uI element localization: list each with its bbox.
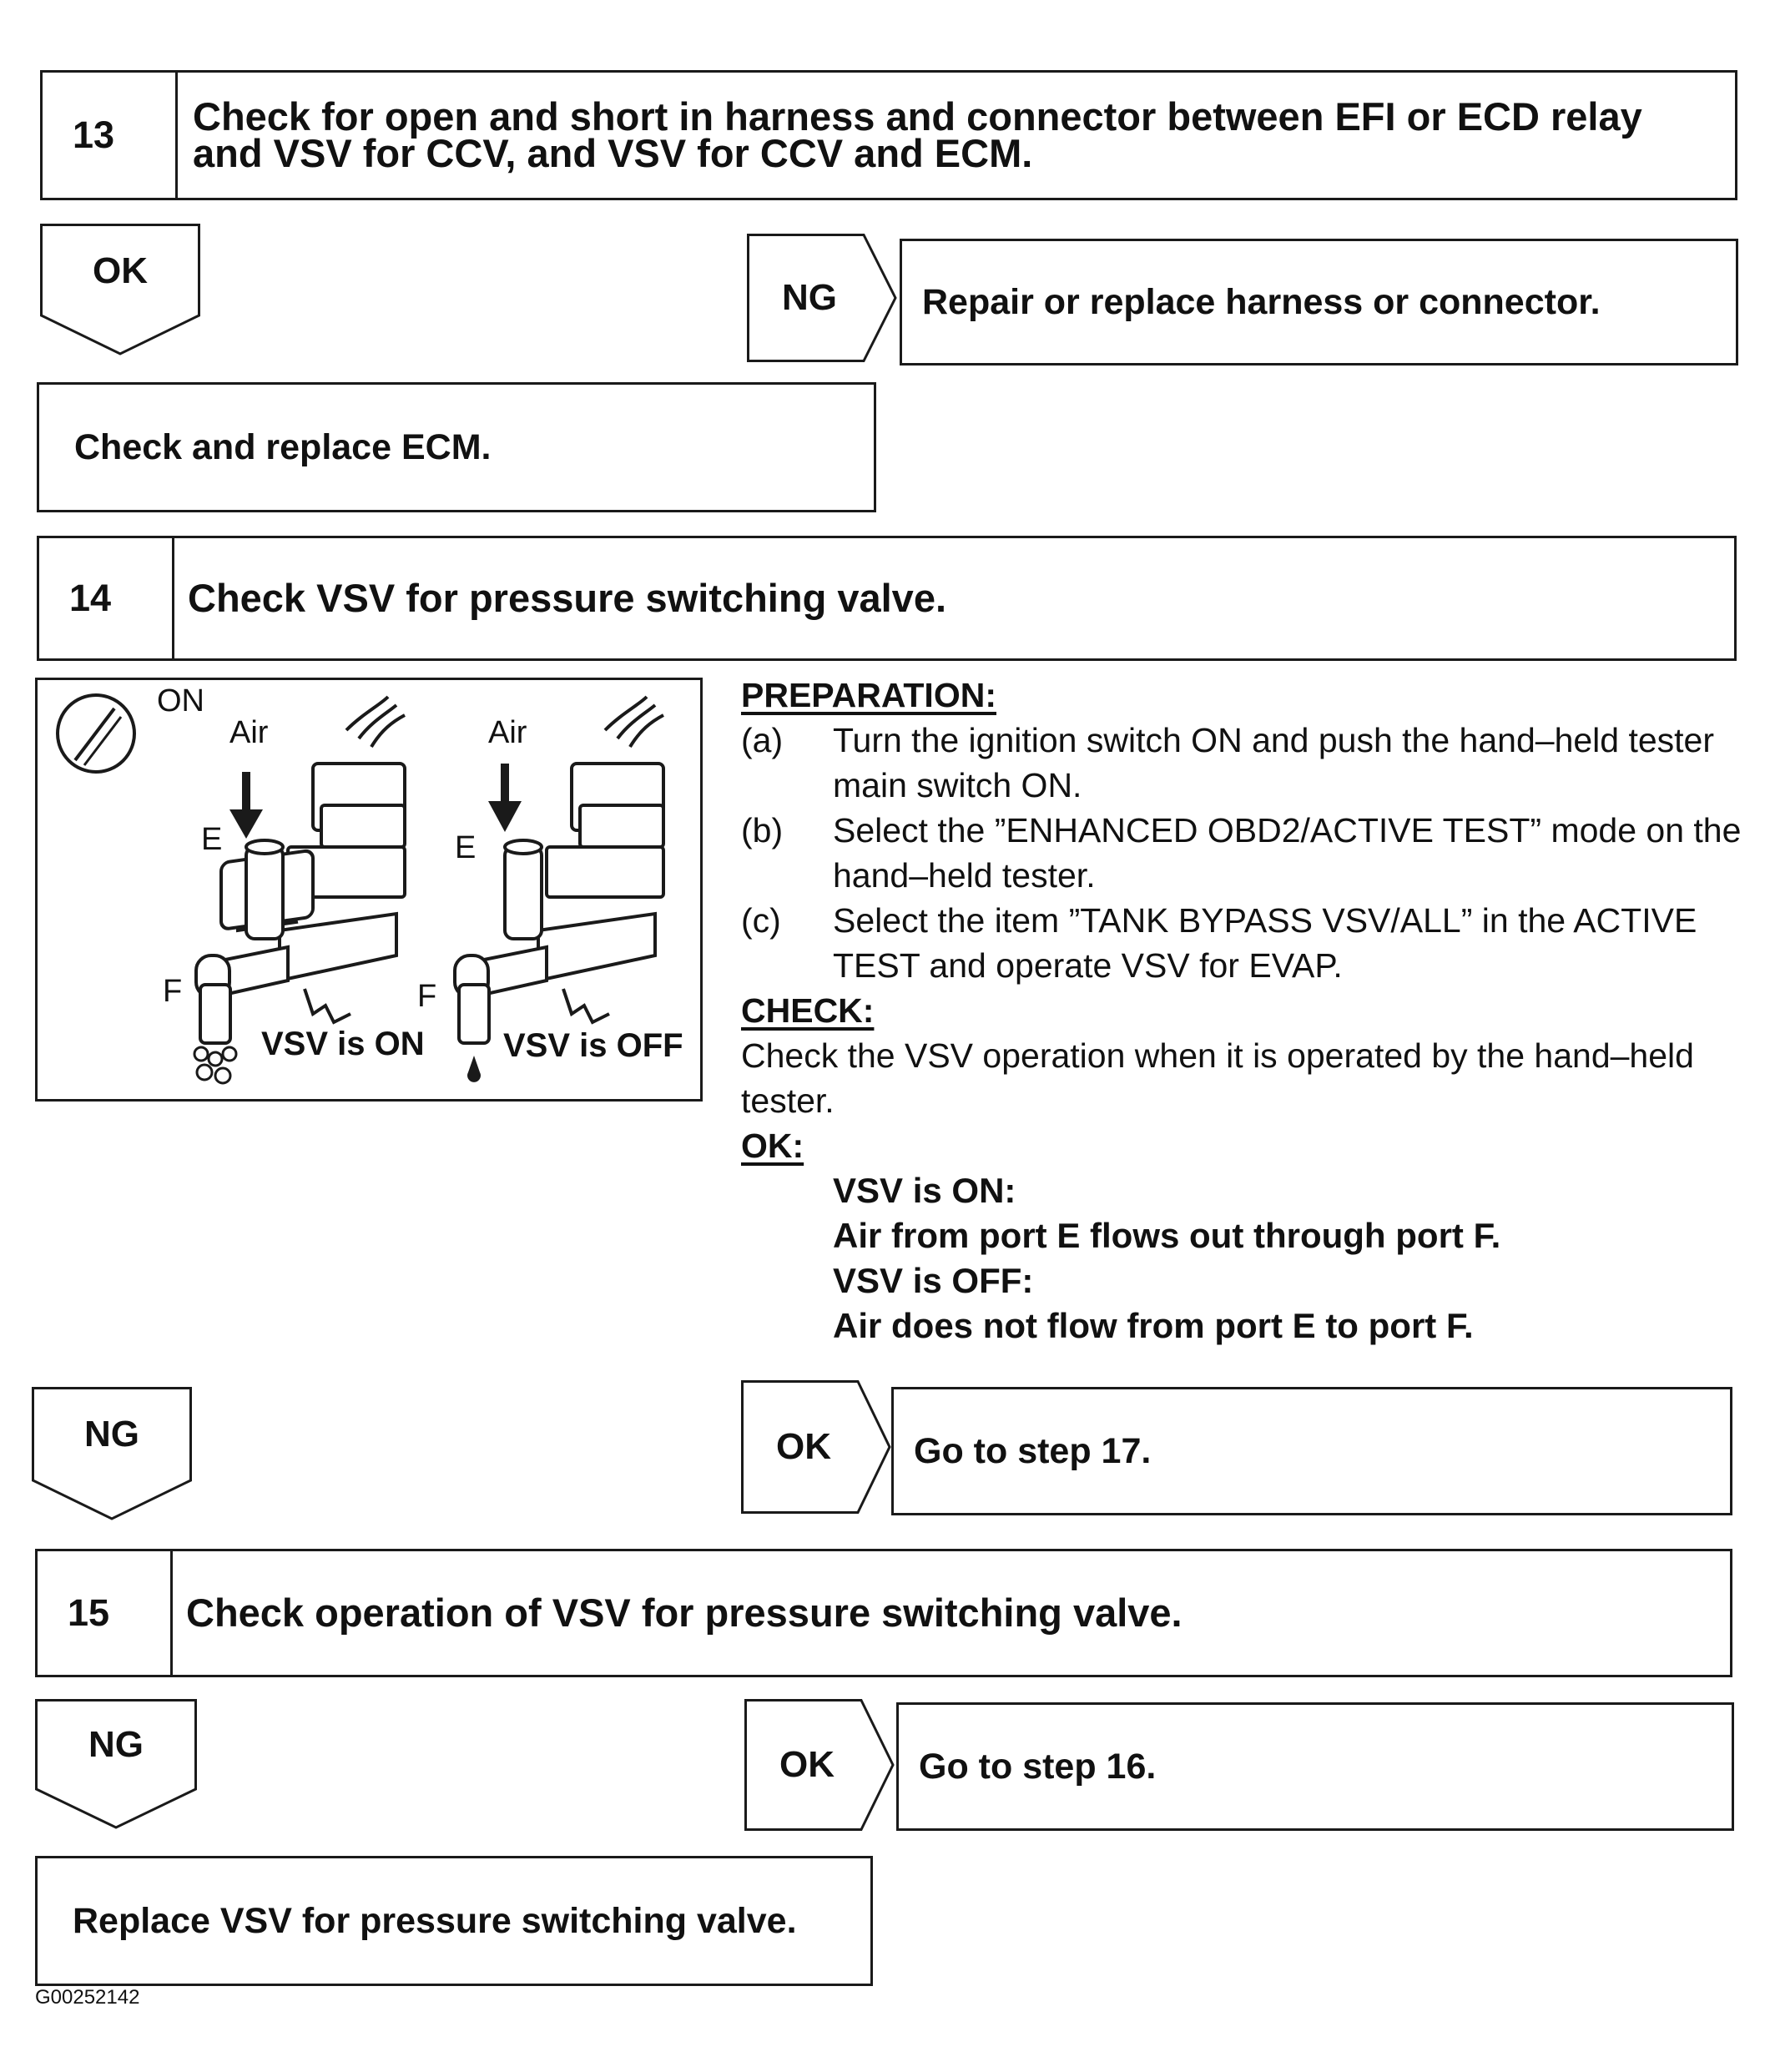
ng-label: NG: [88, 1724, 144, 1765]
ohmmeter-icon: [56, 693, 136, 774]
ok-result-box: Go to step 17.: [891, 1387, 1732, 1515]
ok-criteria-line: Air does not flow from port E to port F.: [833, 1306, 1474, 1345]
item-text: Select the item ”TANK BYPASS VSV/ALL” in…: [833, 901, 1697, 985]
ok-criteria-line: VSV is ON:: [833, 1171, 1016, 1210]
ok-label: OK: [776, 1426, 831, 1467]
vsv-on-label: VSV is ON: [261, 1026, 425, 1062]
procedure-text: PREPARATION: (a) Turn the ignition switc…: [741, 673, 1742, 1349]
preparation-item: (c) Select the item ”TANK BYPASS VSV/ALL…: [741, 898, 1742, 988]
vsv-illustration: [56, 693, 665, 1085]
ng-label: NG: [782, 277, 837, 318]
ng-result-box: Repair or replace harness or connector.: [900, 239, 1738, 365]
ok-label: OK: [93, 250, 148, 291]
ok-label: OK: [779, 1744, 835, 1785]
preparation-item: (b) Select the ”ENHANCED OBD2/ACTIVE TES…: [741, 808, 1742, 898]
item-text: Select the ”ENHANCED OBD2/ACTIVE TEST” m…: [833, 811, 1742, 895]
check-text: Check the VSV operation when it is opera…: [741, 1036, 1694, 1120]
step-title-line-1: Check for open and short in harness and …: [193, 94, 1642, 139]
ng-result-text: Repair or replace harness or connector.: [922, 281, 1601, 322]
port-e-left-label: E: [201, 822, 223, 857]
port-f-left-label: F: [163, 974, 183, 1009]
ok-result-text: Go to step 16.: [919, 1746, 1157, 1787]
step-title: Check operation of VSV for pressure swit…: [186, 1591, 1183, 1635]
ok-criteria-line: VSV is OFF:: [833, 1261, 1034, 1300]
on-label: ON: [157, 683, 204, 718]
ok-criteria-line: Air from port E flows out through port F…: [833, 1216, 1501, 1255]
port-f-right-label: F: [417, 979, 437, 1014]
item-label: (a): [741, 721, 784, 759]
air-label-right: Air: [488, 715, 527, 750]
item-label: (b): [741, 811, 784, 849]
air-puff-icon: [193, 1046, 238, 1085]
step-title-line-2: and VSV for CCV, and VSV for CCV and ECM…: [193, 131, 1033, 175]
figure-id: G00252142: [35, 1986, 140, 2009]
port-e-right-label: E: [455, 830, 477, 865]
step-number: 14: [39, 538, 174, 658]
step-15-header: 15 Check operation of VSV for pressure s…: [35, 1549, 1732, 1677]
air-label-left: Air: [229, 715, 269, 750]
step-title: Check VSV for pressure switching valve.: [188, 576, 947, 620]
check-header: CHECK:: [741, 991, 875, 1030]
ok-header: OK:: [741, 1127, 804, 1165]
ng-down-arrow: [35, 1699, 197, 1829]
ng-down-arrow: [32, 1387, 192, 1520]
step-number: 15: [38, 1551, 173, 1675]
ok-result-box: Go to step 16.: [896, 1702, 1734, 1831]
step-14-header: 14 Check VSV for pressure switching valv…: [37, 536, 1737, 661]
item-label: (c): [741, 901, 781, 940]
ok-result-box: Check and replace ECM.: [37, 382, 876, 512]
step-title: Check for open and short in harness and …: [193, 73, 1727, 198]
item-text: Turn the ignition switch ON and push the…: [833, 721, 1715, 804]
ok-right-arrow: [741, 1380, 891, 1514]
ok-result-text: Check and replace ECM.: [74, 426, 492, 467]
ng-result-box: Replace VSV for pressure switching valve…: [35, 1856, 873, 1986]
vsv-figure: ON Air Air E E F F VSV is ON VSV is OFF: [35, 678, 703, 1102]
ng-right-arrow: [747, 234, 897, 362]
vsv-left-drawing: [194, 695, 406, 1045]
preparation-header: PREPARATION:: [741, 676, 996, 714]
ng-result-text: Replace VSV for pressure switching valve…: [73, 1900, 797, 1941]
air-arrow-right-icon: [488, 764, 522, 832]
vsv-right-drawing: [453, 695, 665, 1045]
step-13-header: 13 Check for open and short in harness a…: [40, 70, 1737, 200]
ok-right-arrow: [744, 1699, 895, 1831]
air-arrow-left-icon: [229, 772, 263, 839]
step-number: 13: [43, 73, 178, 198]
vsv-off-label: VSV is OFF: [503, 1027, 683, 1064]
ok-result-text: Go to step 17.: [914, 1430, 1152, 1471]
ng-label: NG: [84, 1414, 139, 1454]
preparation-item: (a) Turn the ignition switch ON and push…: [741, 718, 1742, 808]
ok-down-arrow: [40, 224, 200, 355]
air-drop-icon: [467, 1056, 481, 1082]
